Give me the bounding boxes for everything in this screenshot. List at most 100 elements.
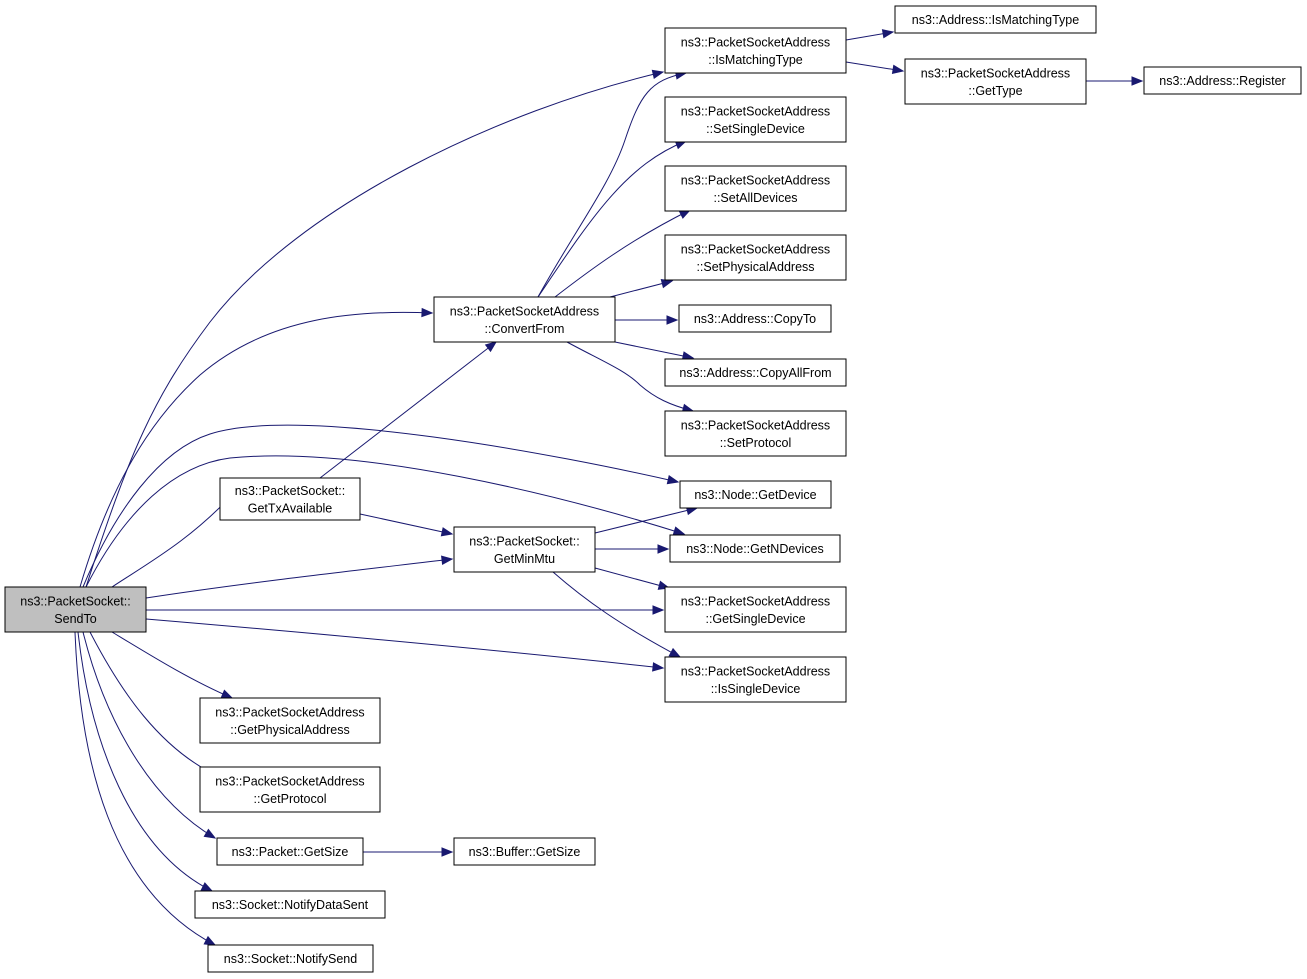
node-box	[664, 234, 847, 281]
node-label: ns3::PacketSocketAddress	[215, 774, 364, 788]
node-label: ::GetProtocol	[254, 792, 327, 806]
edge-line	[89, 631, 221, 778]
node-notifysend[interactable]: ns3::Socket::NotifySend	[207, 944, 374, 973]
node-label: SendTo	[54, 612, 96, 626]
edge-line	[552, 571, 681, 658]
edge-sendto-to-getdevice	[82, 424, 680, 588]
node-getdevice[interactable]: ns3::Node::GetDevice	[679, 480, 832, 509]
edge-gettx-to-getminmtu	[359, 513, 454, 537]
node-label: ns3::Socket::NotifySend	[224, 952, 357, 966]
node-box	[216, 837, 364, 866]
node-label: ns3::Address::Register	[1159, 74, 1285, 88]
node-setphys[interactable]: ns3::PacketSocketAddress::SetPhysicalAdd…	[664, 234, 847, 281]
node-box	[199, 697, 381, 744]
node-label: ::GetSingleDevice	[705, 612, 805, 626]
node-gettype[interactable]: ns3::PacketSocketAddress::GetType	[904, 58, 1087, 105]
edge-line	[594, 567, 670, 589]
arrowhead-icon	[441, 555, 454, 565]
edge-sendto-to-ismatching	[85, 69, 665, 588]
node-box	[219, 477, 361, 521]
node-label: ::ConvertFrom	[485, 322, 565, 336]
node-box	[678, 304, 832, 333]
edge-gettx-to-convertfrom	[319, 341, 498, 479]
edge-getminmtu-to-getdevice	[594, 505, 699, 534]
node-box	[894, 5, 1097, 34]
edge-line	[554, 209, 691, 298]
node-label: ns3::Address::CopyTo	[694, 312, 816, 326]
call-edges	[74, 29, 1144, 946]
node-addr_ismatching[interactable]: ns3::Address::IsMatchingType	[894, 5, 1097, 34]
node-setprotocol[interactable]: ns3::PacketSocketAddress::SetProtocol	[664, 410, 847, 457]
arrowhead-icon	[881, 29, 895, 39]
edge-line	[79, 311, 433, 588]
node-label: ns3::PacketSocketAddress	[681, 418, 830, 432]
node-register[interactable]: ns3::Address::Register	[1143, 66, 1302, 95]
node-copyto[interactable]: ns3::Address::CopyTo	[678, 304, 832, 333]
edge-sendto-to-gettx	[111, 493, 234, 588]
call-nodes: ns3::PacketSocket::SendTons3::PacketSock…	[4, 5, 1302, 973]
node-getprotocol[interactable]: ns3::PacketSocketAddress::GetProtocol	[199, 766, 381, 813]
edge-gettype-to-register	[1086, 76, 1144, 86]
node-box	[664, 586, 847, 633]
node-box	[664, 165, 847, 212]
node-getphys[interactable]: ns3::PacketSocketAddress::GetPhysicalAdd…	[199, 697, 381, 744]
node-convertfrom[interactable]: ns3::PacketSocketAddress::ConvertFrom	[433, 296, 616, 343]
node-sendto[interactable]: ns3::PacketSocket::SendTo	[4, 586, 147, 633]
edge-sendto-to-getminmtu	[145, 555, 454, 599]
node-issingle[interactable]: ns3::PacketSocketAddress::IsSingleDevice	[664, 656, 847, 703]
node-label: ns3::PacketSocket::	[235, 484, 345, 498]
node-label: ns3::PacketSocketAddress	[681, 594, 830, 608]
arrowhead-icon	[203, 828, 217, 839]
edge-line	[319, 341, 497, 479]
node-label: ns3::PacketSocketAddress	[681, 242, 830, 256]
arrowhead-icon	[200, 882, 214, 892]
edge-line	[85, 455, 685, 588]
edge-convertfrom-to-copyto	[615, 315, 679, 325]
edge-sendto-to-notifysend	[74, 631, 217, 946]
node-packetgetsize[interactable]: ns3::Packet::GetSize	[216, 837, 364, 866]
edge-line	[614, 341, 694, 359]
node-box	[453, 837, 596, 866]
node-getminmtu[interactable]: ns3::PacketSocket::GetMinMtu	[453, 526, 596, 573]
edge-sendto-to-getphys	[111, 631, 234, 699]
node-copyallfrom[interactable]: ns3::Address::CopyAllFrom	[664, 358, 847, 387]
node-notifydatasent[interactable]: ns3::Socket::NotifyDataSent	[194, 890, 386, 919]
edge-line	[145, 558, 453, 599]
edge-sendto-to-notifydatasent	[77, 631, 214, 892]
node-getsingle[interactable]: ns3::PacketSocketAddress::GetSingleDevic…	[664, 586, 847, 633]
edge-convertfrom-to-setsingle	[537, 140, 688, 298]
node-box	[669, 534, 841, 563]
arrowhead-icon	[421, 307, 434, 318]
node-label: ::SetPhysicalAddress	[696, 260, 814, 274]
arrowhead-icon	[660, 279, 674, 289]
edge-line	[609, 280, 673, 298]
node-label: ns3::Address::IsMatchingType	[912, 13, 1079, 27]
edge-sendto-to-convertfrom	[79, 307, 434, 588]
node-box	[664, 410, 847, 457]
node-box	[664, 358, 847, 387]
edge-sendto-to-getsingle	[146, 605, 665, 615]
node-gettx[interactable]: ns3::PacketSocket::GetTxAvailable	[219, 477, 361, 521]
node-label: ns3::Node::GetNDevices	[686, 542, 824, 556]
edge-line	[82, 631, 216, 839]
arrowhead-icon	[666, 475, 680, 485]
edge-getminmtu-to-getsingle	[594, 567, 671, 590]
node-ismatching[interactable]: ns3::PacketSocketAddress::IsMatchingType	[664, 27, 847, 74]
node-label: ::GetType	[968, 84, 1022, 98]
arrowhead-icon	[657, 544, 670, 554]
node-label: ::SetAllDevices	[713, 191, 797, 205]
node-getndevices[interactable]: ns3::Node::GetNDevices	[669, 534, 841, 563]
node-setsingle[interactable]: ns3::PacketSocketAddress::SetSingleDevic…	[664, 96, 847, 143]
node-label: GetMinMtu	[494, 552, 555, 566]
node-setall[interactable]: ns3::PacketSocketAddress::SetAllDevices	[664, 165, 847, 212]
node-label: ns3::PacketSocketAddress	[681, 664, 830, 678]
node-box	[679, 480, 832, 509]
node-box	[664, 656, 847, 703]
node-box	[194, 890, 386, 919]
node-label: ::IsMatchingType	[708, 53, 803, 67]
node-buffergetsize[interactable]: ns3::Buffer::GetSize	[453, 837, 596, 866]
edge-getminmtu-to-getndevices	[595, 544, 670, 554]
edge-getminmtu-to-issingle	[552, 571, 682, 658]
node-box	[4, 586, 147, 633]
